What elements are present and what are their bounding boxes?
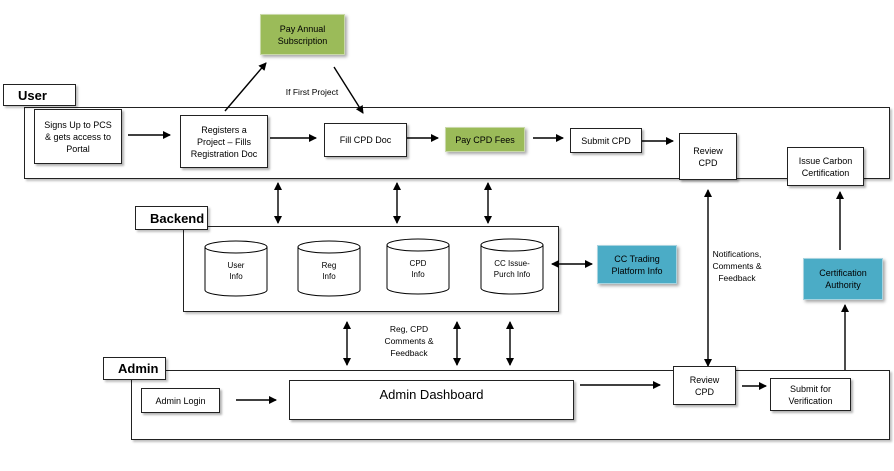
review-cpd-user-box: Review CPD (679, 133, 737, 180)
admin-login-box: Admin Login (141, 388, 220, 413)
cc-trading-platform-box: CC Trading Platform Info (597, 245, 677, 284)
admin-lane (131, 370, 890, 440)
pay-annual-subscription-box: Pay Annual Subscription (260, 14, 345, 55)
admin-lane-label: Admin (103, 357, 166, 380)
reg-cpd-comments-note: Reg, CPD Comments & Feedback (384, 324, 434, 358)
register-project-box: Registers a Project – Fills Registration… (180, 115, 268, 168)
notifications-note: Notifications, Comments & Feedback (712, 249, 762, 283)
issue-carbon-certification-box: Issue Carbon Certification (787, 147, 864, 186)
cylinder-icon (297, 240, 361, 297)
cc-issue-purch-info-database: CC Issue- Purch Info (480, 238, 544, 296)
user-info-database: User Info (204, 240, 268, 298)
cc-issue-purch-info-label: CC Issue- Purch Info (493, 259, 531, 279)
cylinder-icon (386, 238, 450, 295)
reg-info-label: Reg Info (321, 261, 337, 281)
pay-cpd-fees-box: Pay CPD Fees (445, 127, 525, 152)
cpd-info-label: CPD Info (409, 259, 427, 279)
backend-lane-label: Backend (135, 206, 208, 230)
submit-cpd-box: Submit CPD (570, 128, 642, 153)
cylinder-icon (204, 240, 268, 297)
admin-dashboard-box: Admin Dashboard (289, 380, 574, 420)
certification-authority-box: Certification Authority (803, 258, 883, 300)
fill-cpd-box: Fill CPD Doc (324, 123, 407, 157)
cpd-info-database: CPD Info (386, 238, 450, 296)
if-first-project-note: If First Project (285, 87, 339, 97)
user-lane-label: User (3, 84, 76, 106)
arrow-register-to-pay-annual (224, 62, 267, 112)
review-cpd-admin-box: Review CPD (673, 366, 736, 405)
arrow-pay-annual-to-fill-cpd (333, 66, 364, 114)
user-info-label: User Info (227, 261, 245, 281)
signup-box: Signs Up to PCS & gets access to Portal (34, 109, 122, 164)
user-lane (24, 107, 890, 179)
cylinder-icon (480, 238, 544, 295)
submit-for-verification-box: Submit for Verification (770, 378, 851, 411)
backend-panel (183, 226, 559, 312)
reg-info-database: Reg Info (297, 240, 361, 298)
